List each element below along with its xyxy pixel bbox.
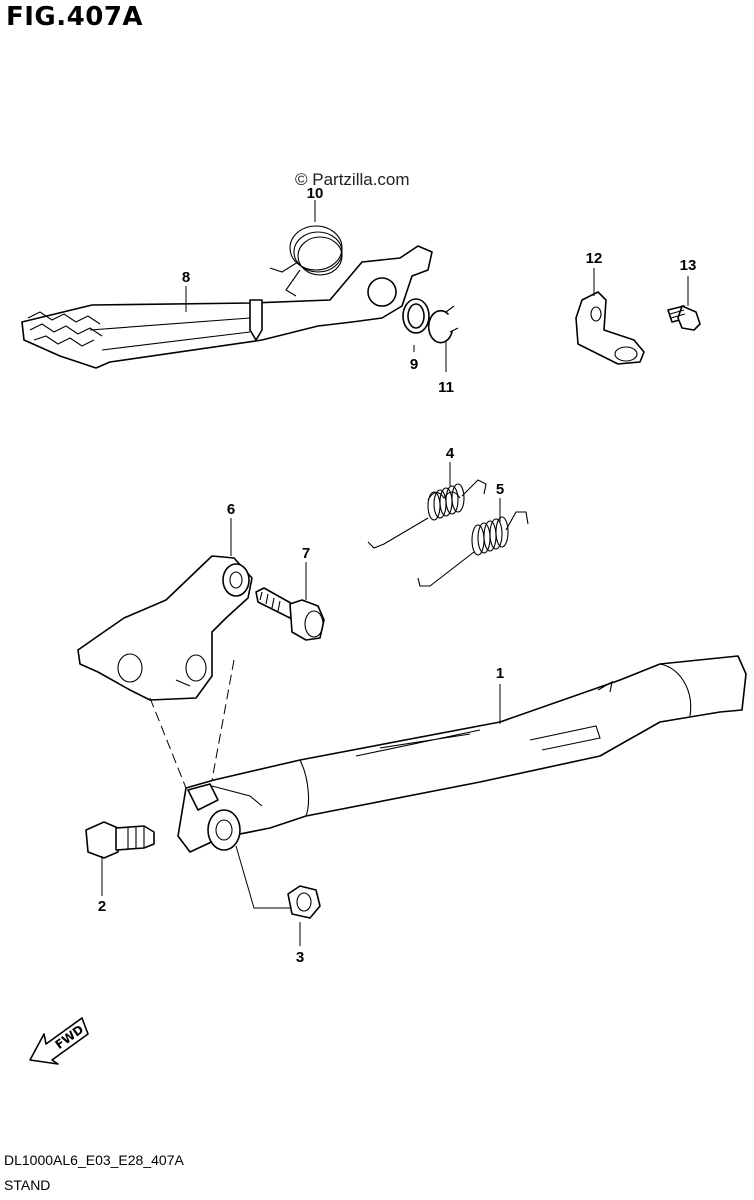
callout-6[interactable]: 6 — [227, 501, 235, 518]
callout-4[interactable]: 4 — [446, 445, 455, 462]
figure-title: FIG.407A — [6, 2, 144, 32]
section-name: STAND — [4, 1177, 51, 1193]
nut-part-3[interactable] — [287, 885, 321, 919]
spring-part-4[interactable] — [367, 479, 487, 549]
callout-3[interactable]: 3 — [296, 949, 304, 966]
callout-2[interactable]: 2 — [98, 898, 106, 915]
callout-11[interactable]: 11 — [438, 379, 454, 396]
bolt-part-13[interactable] — [667, 305, 701, 331]
spring-part-5[interactable] — [417, 511, 529, 587]
leader-lines — [101, 200, 689, 946]
callout-7[interactable]: 7 — [302, 545, 310, 562]
callout-5[interactable]: 5 — [496, 481, 504, 498]
callout-12[interactable]: 12 — [586, 250, 603, 267]
fwd-arrow-icon: FWD — [29, 1017, 89, 1065]
pivot-bolt-part-2[interactable] — [85, 821, 155, 859]
pedal-part-8[interactable] — [21, 245, 433, 369]
bolt-part-7[interactable] — [255, 587, 325, 641]
assembly-lines — [149, 659, 235, 789]
callout-1[interactable]: 1 — [496, 665, 504, 682]
watermark: © Partzilla.com — [295, 170, 410, 189]
bracket-part-12[interactable] — [575, 291, 645, 365]
callout-8[interactable]: 8 — [182, 269, 190, 286]
callout-9[interactable]: 9 — [410, 356, 418, 373]
side-stand-part-1[interactable] — [177, 655, 747, 853]
callout-10[interactable]: 10 — [307, 185, 324, 202]
stand-bracket-part-6[interactable] — [77, 555, 253, 701]
washer-part-9[interactable] — [402, 298, 430, 334]
pedal-tread-icon — [27, 311, 103, 347]
callout-13[interactable]: 13 — [680, 257, 697, 274]
return-spring-part-10[interactable] — [269, 225, 343, 297]
circlip-part-11[interactable] — [427, 305, 459, 344]
model-code: DL1000AL6_E03_E28_407A — [4, 1152, 184, 1168]
